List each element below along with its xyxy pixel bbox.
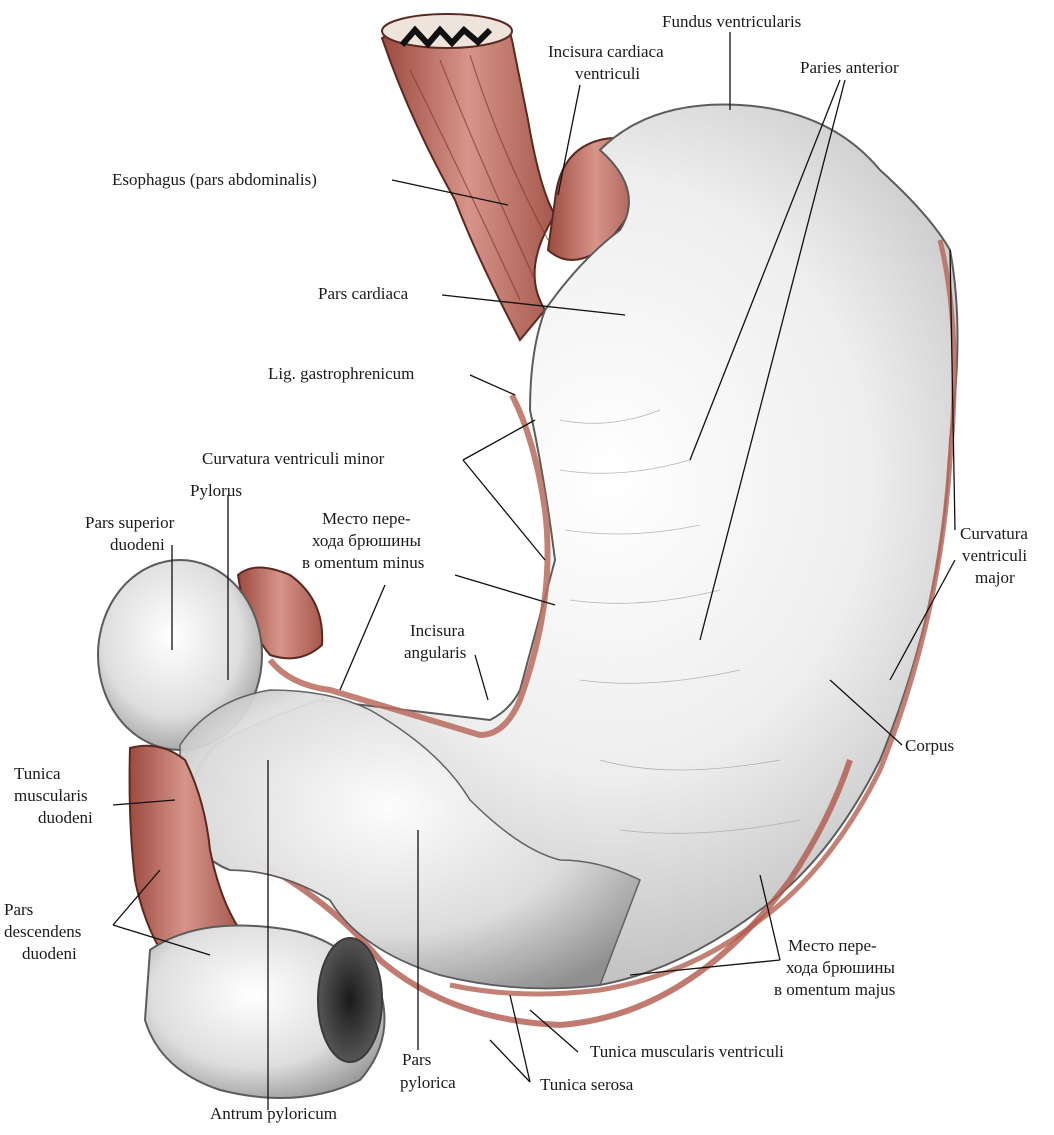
label-pars-descendens-1: Pars (4, 900, 34, 919)
label-antrum: Antrum pyloricum (210, 1104, 338, 1123)
antrum-region (179, 689, 641, 990)
label-tunica-musc-duod-3: duodeni (38, 808, 93, 827)
label-pars-cardiaca: Pars cardiaca (318, 284, 409, 303)
label-incisura-angularis-2: angularis (404, 643, 467, 662)
label-esophagus: Esophagus (pars abdominalis) (112, 170, 317, 189)
label-curvatura-minor: Curvatura ventriculi minor (202, 449, 385, 468)
label-curvatura-major-1: Curvatura (960, 524, 1028, 543)
label-pars-descendens-2: descendens (4, 922, 82, 941)
label-tunica-musc-vent: Tunica muscularis ventriculi (590, 1042, 784, 1061)
label-corpus: Corpus (905, 736, 955, 755)
leader-lines (112, 32, 956, 1110)
label-incisura-angularis-1: Incisura (410, 621, 465, 640)
label-incisura-cardiaca-1: Incisura cardiaca (548, 42, 664, 61)
label-tunica-musc-duod-2: muscularis (14, 786, 88, 805)
label-mesto-minus-1: Место пере- (322, 509, 411, 528)
duodenum-descending-muscle (128, 744, 242, 967)
label-tunica-serosa: Tunica serosa (540, 1075, 634, 1094)
label-pars-superior-1: Pars superior (85, 513, 175, 532)
label-mesto-majus-1: Место пере- (788, 936, 877, 955)
label-mesto-minus-3: в omentum minus (302, 553, 425, 572)
label-paries-anterior: Paries anterior (800, 58, 899, 77)
label-incisura-cardiaca-2: ventriculi (575, 64, 641, 83)
label-pylorus: Pylorus (190, 481, 242, 500)
label-mesto-majus-2: хода брюшины (786, 958, 895, 977)
label-pars-descendens-3: duodeni (22, 944, 77, 963)
duodenum-lumen (317, 937, 383, 1063)
label-pars-pylorica-2: pylorica (400, 1073, 456, 1092)
label-curvatura-major-2: ventriculi (962, 546, 1028, 565)
label-pars-superior-2: duodeni (110, 535, 165, 554)
label-mesto-minus-2: хода брюшины (312, 531, 421, 550)
label-tunica-musc-duod-1: Tunica (14, 764, 61, 783)
label-pars-pylorica-1: Pars (402, 1050, 432, 1069)
lesser-curvature-band (267, 393, 551, 739)
label-mesto-majus-3: в omentum majus (774, 980, 896, 999)
label-curvatura-major-3: major (975, 568, 1015, 587)
label-fundus: Fundus ventricularis (662, 12, 802, 31)
esophagus (380, 13, 557, 342)
label-lig-gastrophrenicum: Lig. gastrophrenicum (268, 364, 415, 383)
surface-veins (559, 409, 801, 834)
